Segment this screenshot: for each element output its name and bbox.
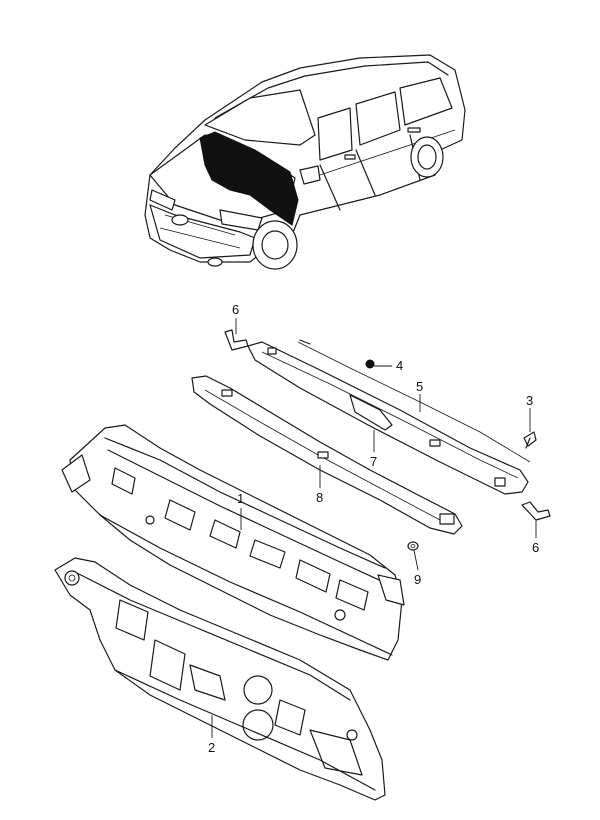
leader-lines	[211, 318, 537, 738]
clip-part-6-upper	[224, 329, 249, 351]
cowl-strip-part-7	[349, 394, 393, 431]
callout-5: 5	[416, 379, 423, 394]
bolt-part-3	[523, 431, 537, 449]
dash-panel-part-2	[54, 557, 386, 801]
callout-9: 9	[414, 572, 421, 587]
cowl-panel-part-8	[191, 375, 463, 535]
cowl-top-cover-part-5	[247, 339, 531, 495]
callout-labels: 6 4 5 3 7 8 1 6 9 2	[208, 302, 539, 755]
highlighted-cowl-area	[199, 131, 299, 226]
callout-1: 1	[237, 491, 244, 506]
nut-part-4	[365, 359, 375, 369]
grommet-part-9	[407, 541, 419, 551]
vehicle-locator-illustration	[144, 54, 466, 270]
callout-4: 4	[396, 358, 403, 373]
callout-3: 3	[526, 393, 533, 408]
clip-part-6-lower	[521, 501, 551, 521]
callout-7: 7	[370, 454, 377, 469]
callout-8: 8	[316, 490, 323, 505]
callout-6-upper: 6	[232, 302, 239, 317]
callout-6-lower: 6	[532, 540, 539, 555]
callout-2: 2	[208, 740, 215, 755]
cowl-cross-member-part-1	[61, 424, 405, 661]
